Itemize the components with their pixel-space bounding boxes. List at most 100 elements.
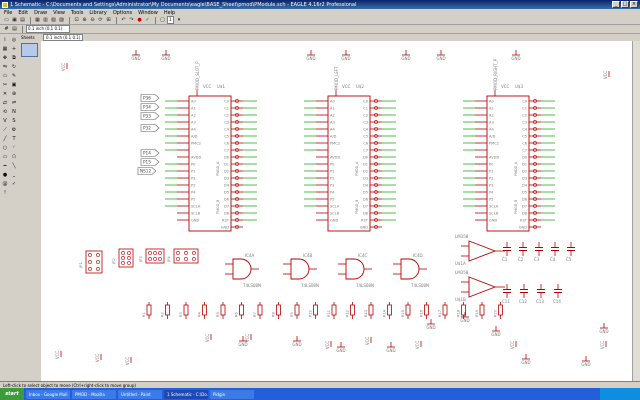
menu-view[interactable]: View xyxy=(53,9,65,16)
wire-icon[interactable]: ╱ xyxy=(3,136,7,142)
cap-row2-0-label: C11 xyxy=(502,299,510,304)
zoom-fit-icon[interactable]: ⊡ xyxy=(74,17,79,23)
value-icon[interactable]: V xyxy=(3,118,7,124)
pmod-pin-label-right: C2 xyxy=(363,113,368,117)
paste-icon[interactable]: ▣ xyxy=(11,82,17,88)
sheets-label: Sheets xyxy=(21,35,35,40)
display-icon[interactable]: ▦ xyxy=(2,46,8,52)
smash-icon[interactable]: S xyxy=(12,118,16,124)
erc-icon[interactable]: ✓ xyxy=(11,181,17,187)
stop-icon[interactable]: ● xyxy=(137,17,142,23)
taskbar-item-eagle[interactable]: 1 Schematic - C:\Do... xyxy=(164,389,208,399)
text-icon[interactable]: T xyxy=(12,136,16,142)
redo-icon[interactable]: ↷ xyxy=(129,17,134,23)
change-icon[interactable]: ✎ xyxy=(11,73,17,79)
circle-icon[interactable]: ○ xyxy=(2,145,8,151)
taskbar-item-gmail[interactable]: Inbox - Google Mail xyxy=(26,389,70,399)
and-gate-2 xyxy=(345,258,365,280)
open-icon[interactable]: ▭ xyxy=(4,17,9,23)
show-icon[interactable]: ◎ xyxy=(11,37,17,43)
cap-row1-2-label: C3 xyxy=(534,257,540,262)
menu-tools[interactable]: Tools xyxy=(71,9,84,16)
gnd-bottom-4: GND xyxy=(581,362,590,367)
info-icon[interactable]: i xyxy=(4,37,6,43)
save-icon[interactable]: ▣ xyxy=(12,17,17,23)
delete-icon[interactable]: ✕ xyxy=(2,91,8,97)
ulp-icon[interactable]: ▨ xyxy=(59,17,64,23)
go-icon[interactable]: ✓ xyxy=(145,17,150,23)
title-bar[interactable]: 1 Schematic - C:\Documents and Settings\… xyxy=(0,0,640,9)
arc-icon[interactable]: ◜ xyxy=(13,145,15,151)
pmod-pin-label-left: P4 xyxy=(330,190,335,194)
pmod-pin-label-right: RST xyxy=(222,218,230,222)
pmod-pin-label-right: C7 xyxy=(224,148,229,152)
pmod-pin-label-left: P1 xyxy=(330,169,334,173)
undo-icon[interactable]: ↶ xyxy=(121,17,126,23)
attribute-icon[interactable]: @ xyxy=(2,181,8,187)
add-icon[interactable]: ⊕ xyxy=(11,91,17,97)
errors-icon[interactable]: ! xyxy=(3,190,6,196)
zoom-select-icon[interactable]: ⊞ xyxy=(106,17,111,23)
print-icon[interactable]: ▤ xyxy=(20,17,25,23)
menu-options[interactable]: Options xyxy=(112,9,133,16)
name-icon[interactable]: N xyxy=(12,109,16,115)
replace-icon[interactable]: ⟲ xyxy=(2,109,8,115)
menu-window[interactable]: Window xyxy=(138,9,158,16)
group-icon[interactable]: ▭ xyxy=(2,73,8,79)
net-icon[interactable]: ╲ xyxy=(12,163,16,169)
maximize-button[interactable]: □ xyxy=(621,1,629,8)
label-icon[interactable]: ⎵ xyxy=(12,172,15,178)
split-icon[interactable]: ⟋ xyxy=(3,127,7,133)
grid-icon[interactable]: # xyxy=(4,26,9,32)
close-button[interactable]: × xyxy=(630,1,638,8)
taskbar-item-pidgin[interactable]: Pidgin xyxy=(210,389,254,399)
connector-pin xyxy=(148,251,152,255)
menu-edit[interactable]: Edit xyxy=(18,9,29,16)
pmod-part-body xyxy=(327,95,371,232)
pmod-pin-label-right: C0 xyxy=(522,99,528,103)
menu-help[interactable]: Help xyxy=(163,9,176,16)
copy-icon[interactable]: ⧉ xyxy=(12,55,16,61)
pmod-pin-label-right: C2 xyxy=(224,113,229,117)
taskbar-item-mozilla[interactable]: PMOD - Mozilla xyxy=(72,389,116,399)
polygon-icon[interactable]: ⬠ xyxy=(11,154,17,160)
zoom-in-icon[interactable]: ⊕ xyxy=(82,17,87,23)
start-button[interactable]: start xyxy=(0,388,24,400)
pmod-pin-label-left: AVDD xyxy=(489,155,499,159)
minimize-button[interactable]: _ xyxy=(612,1,620,8)
rotate-icon[interactable]: ↻ xyxy=(11,64,17,70)
pinswap-icon[interactable]: ⇄ xyxy=(2,100,8,106)
net-flag-2 xyxy=(140,112,160,120)
gnd-bottom-5: GND xyxy=(599,329,608,334)
rect-icon[interactable]: ▭ xyxy=(2,154,8,160)
menu-file[interactable]: File xyxy=(4,9,13,16)
script-icon[interactable]: ▧ xyxy=(51,17,56,23)
cam-icon[interactable]: ▦ xyxy=(35,17,40,23)
pmod-pin-label-left: A3 xyxy=(489,120,494,124)
mirror-icon[interactable]: ⇋ xyxy=(2,64,8,70)
redraw-icon[interactable]: ⟳ xyxy=(98,17,103,23)
cap-row2-1-label: C12 xyxy=(519,299,527,304)
mark-icon[interactable]: + xyxy=(11,46,17,52)
grid-combo[interactable]: 0.1 inch (0.1 0.1) xyxy=(26,25,70,33)
connector-pin xyxy=(88,260,92,264)
move-icon[interactable]: ✥ xyxy=(2,55,8,61)
invoke-icon[interactable]: ⚙ xyxy=(11,127,17,133)
gateswap-icon[interactable]: ⇌ xyxy=(11,100,17,106)
coordinate-tab[interactable]: 0.1 inch (0.1 0.1) xyxy=(43,34,84,41)
vertical-scrollbar[interactable] xyxy=(632,41,640,381)
sheet-icon[interactable]: ▢ xyxy=(160,17,165,23)
taskbar-item-paint[interactable]: Untitled - Paint xyxy=(118,389,162,399)
sheet-thumbnail[interactable] xyxy=(21,43,38,57)
junction-icon[interactable]: ● xyxy=(2,172,8,178)
board-icon[interactable]: ▥ xyxy=(43,17,48,23)
sheet-dropdown-icon[interactable]: ▾ xyxy=(177,17,181,23)
cut-icon[interactable]: ✂ xyxy=(2,82,8,88)
layer-icon[interactable]: ▤ xyxy=(12,26,17,32)
menu-draw[interactable]: Draw xyxy=(34,9,48,16)
bus-icon[interactable]: ━ xyxy=(3,163,7,169)
menu-library[interactable]: Library xyxy=(89,9,107,16)
zoom-out-icon[interactable]: ⊖ xyxy=(90,17,95,23)
sheet-select[interactable]: 1 xyxy=(167,16,174,24)
